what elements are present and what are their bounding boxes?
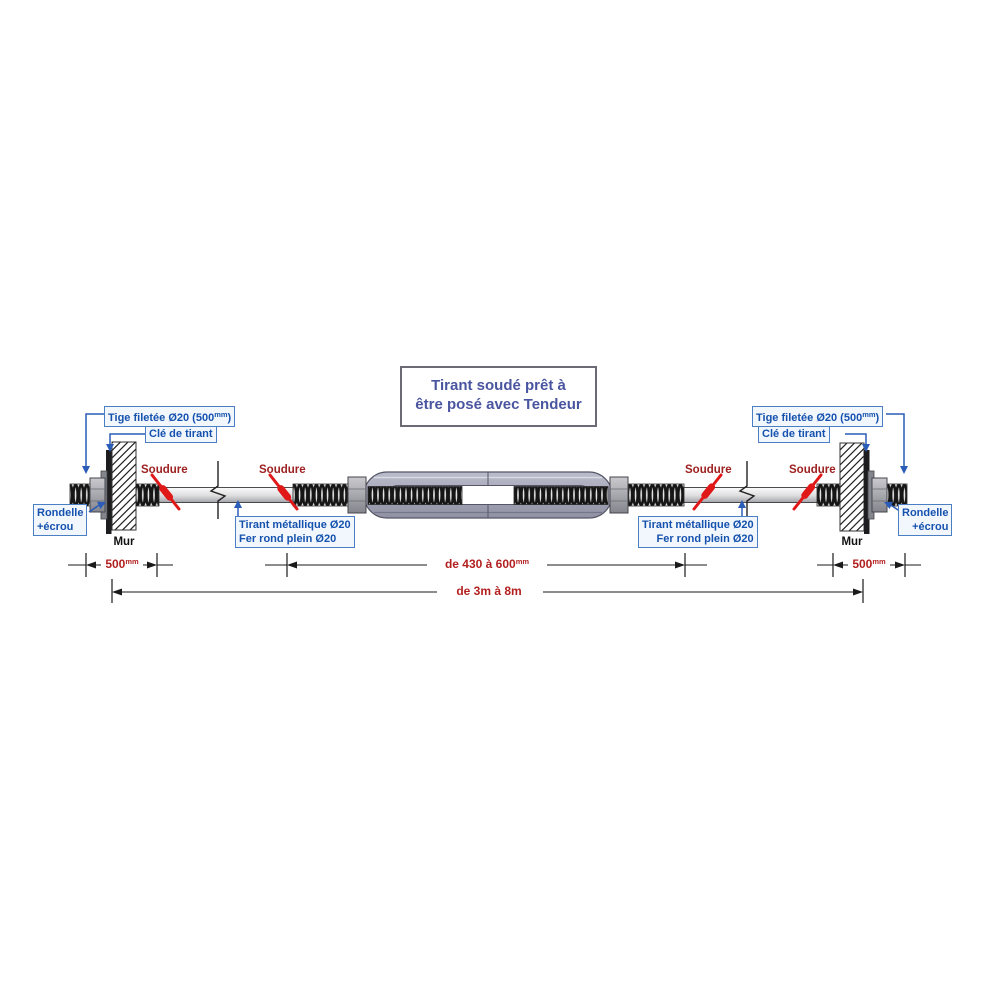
title-box: Tirant soudé prêt à être posé avec Tende… bbox=[400, 366, 597, 427]
label-text: Tige filetée Ø20 (500 bbox=[756, 412, 863, 424]
tie-rod-left bbox=[156, 487, 296, 503]
leader-cle-left bbox=[106, 433, 145, 452]
weld-mark-1-icon bbox=[150, 473, 181, 511]
nuts bbox=[89, 476, 888, 514]
dimension-lines bbox=[68, 553, 921, 603]
dim-unit: mm bbox=[125, 557, 139, 566]
turnbuckle-left-nut-icon bbox=[347, 476, 367, 514]
weld-mark-2-icon bbox=[268, 473, 299, 511]
label-tirant-metallique-left: Tirant métallique Ø20 Fer rond plein Ø20 bbox=[235, 516, 355, 548]
leader-tige-left bbox=[82, 413, 105, 474]
right-wall bbox=[839, 442, 865, 532]
label-text: Rondelle bbox=[37, 507, 84, 519]
dim-right-500: 500mm bbox=[845, 557, 893, 571]
dim-value: 500 bbox=[105, 557, 126, 571]
label-mur-right: Mur bbox=[841, 536, 863, 548]
dim-center: de 430 à 600mm bbox=[427, 557, 547, 571]
dim-overall: de 3m à 8m bbox=[456, 584, 522, 598]
dim-unit: mm bbox=[515, 557, 530, 566]
label-tige-filetee-left: Tige filetée Ø20 (500mm) bbox=[104, 406, 236, 427]
label-text: +écrou bbox=[37, 521, 74, 533]
dim-unit: mm bbox=[872, 557, 886, 566]
label-text: Rondelle bbox=[902, 507, 949, 519]
label-soudure-1: Soudure bbox=[141, 464, 188, 476]
label-text: Tirant métallique Ø20 bbox=[239, 519, 351, 531]
title-line2: être posé avec Tendeur bbox=[415, 396, 582, 413]
label-text: +écrou bbox=[912, 521, 949, 533]
dim-value: 500 bbox=[852, 557, 873, 571]
right-anchor-plate-icon bbox=[864, 450, 870, 534]
label-text: Tige filetée Ø20 (500 bbox=[108, 412, 215, 424]
nut-facets bbox=[90, 488, 887, 502]
weld-mark-4-icon bbox=[792, 473, 823, 511]
label-text: ) bbox=[875, 412, 880, 424]
weld-mark-3-icon bbox=[692, 473, 723, 511]
break-mark-left-icon bbox=[209, 461, 227, 519]
left-anchor-plate-icon bbox=[106, 450, 112, 534]
label-text: Fer rond plein Ø20 bbox=[239, 533, 337, 545]
leader-tirant-left bbox=[234, 500, 242, 516]
turnbuckle-right-nut-icon bbox=[609, 476, 629, 514]
title-line1: Tirant soudé prêt à bbox=[431, 377, 566, 394]
label-mur-left: Mur bbox=[113, 536, 135, 548]
leader-tige-right bbox=[886, 413, 908, 474]
label-text: Tirant métallique Ø20 bbox=[642, 519, 754, 531]
label-sup: mm bbox=[214, 410, 228, 419]
left-wall bbox=[111, 441, 137, 531]
label-text: Fer rond plein Ø20 bbox=[656, 533, 754, 545]
label-cle-tirant-left: Clé de tirant bbox=[145, 426, 217, 443]
threaded-rod-segments bbox=[69, 483, 908, 507]
right-wall-nut-icon bbox=[871, 477, 888, 513]
label-soudure-2: Soudure bbox=[259, 464, 306, 476]
label-sup: mm bbox=[862, 410, 876, 419]
label-tige-filetee-right: Tige filetée Ø20 (500mm) bbox=[752, 406, 884, 427]
leader-tirant-right bbox=[738, 500, 746, 516]
label-cle-tirant-right: Clé de tirant bbox=[758, 426, 830, 443]
dim-left-500: 500mm bbox=[98, 557, 146, 571]
break-mark-right-icon bbox=[738, 461, 756, 519]
label-tirant-metallique-right: Tirant métallique Ø20 Fer rond plein Ø20 bbox=[638, 516, 758, 548]
leader-rondelle-left bbox=[88, 501, 106, 513]
label-rondelle-right: Rondelle +écrou bbox=[898, 504, 953, 536]
leader-cle-right bbox=[845, 433, 870, 452]
label-soudure-3: Soudure bbox=[685, 464, 732, 476]
label-text: ) bbox=[227, 412, 232, 424]
label-soudure-4: Soudure bbox=[789, 464, 836, 476]
leader-lines bbox=[82, 413, 908, 516]
dim-value: de 430 à 600 bbox=[444, 557, 516, 571]
weld-marks bbox=[150, 473, 823, 511]
label-rondelle-left: Rondelle +écrou bbox=[33, 504, 88, 536]
